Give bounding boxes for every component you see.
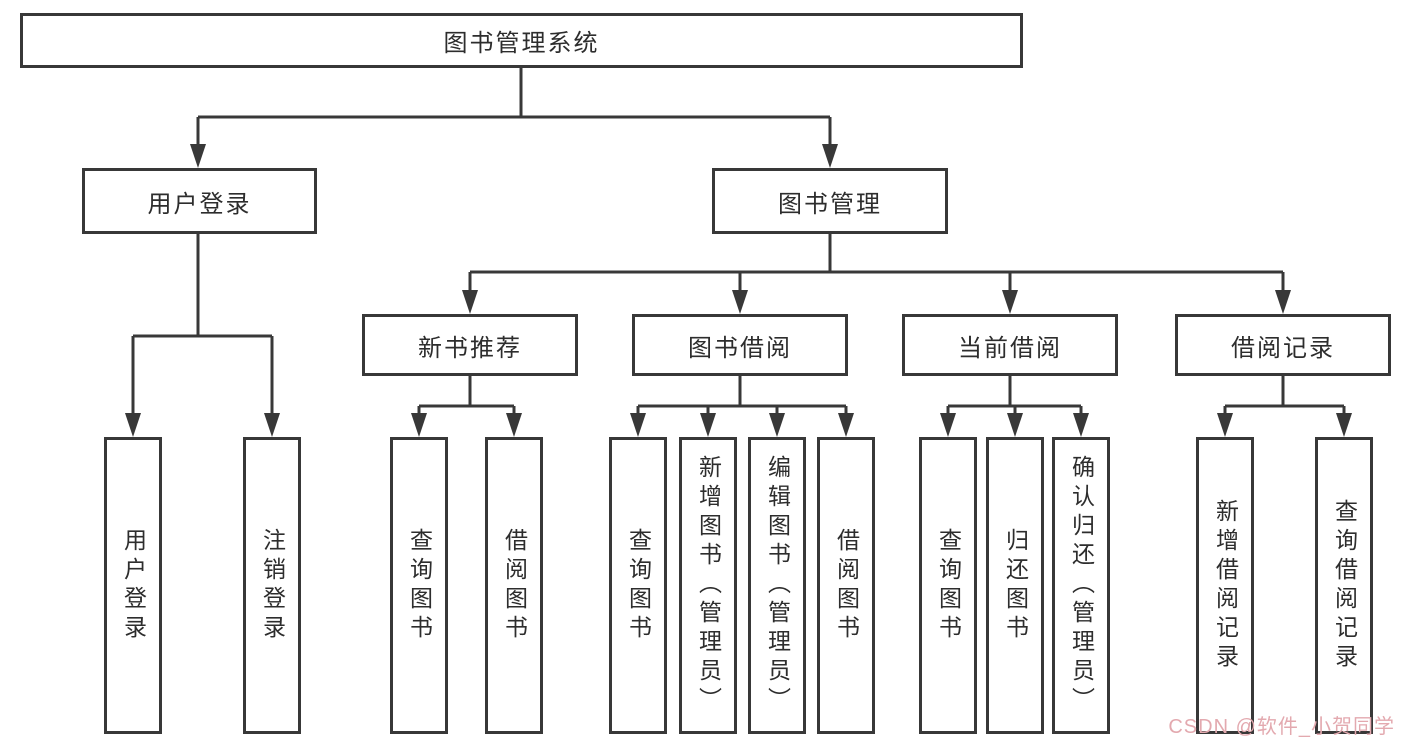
node-new-book-recommendation-label: 新书推荐 [418, 334, 522, 362]
node-root: 图书管理系统 [20, 13, 1023, 68]
node-leaf-records-add-record-label: 新增借阅记录 [1212, 498, 1239, 673]
node-root-label: 图书管理系统 [443, 30, 600, 57]
node-leaf-current-confirm-return: 确认归还（管理员） [1052, 437, 1110, 734]
node-borrowing-records-label: 借阅记录 [1231, 334, 1335, 362]
node-leaf-borrow-query-books: 查询图书 [609, 437, 667, 734]
node-leaf-borrow-query-books-label: 查询图书 [625, 527, 652, 644]
node-new-book-recommendation: 新书推荐 [362, 314, 578, 376]
node-current-borrowing: 当前借阅 [902, 314, 1118, 376]
node-leaf-borrow-edit-books: 编辑图书（管理员） [748, 437, 806, 734]
node-leaf-records-add-record: 新增借阅记录 [1196, 437, 1254, 734]
node-book-borrowing-label: 图书借阅 [688, 334, 792, 362]
node-leaf-borrow-add-books: 新增图书（管理员） [679, 437, 737, 734]
node-leaf-borrow-lend-books: 借阅图书 [817, 437, 875, 734]
node-user-login-label: 用户登录 [147, 190, 252, 218]
node-current-borrowing-label: 当前借阅 [958, 334, 1062, 362]
node-leaf-recommend-borrow-books-label: 借阅图书 [501, 527, 528, 644]
node-leaf-current-return-books: 归还图书 [986, 437, 1044, 734]
arrowheads [125, 144, 1352, 437]
node-leaf-recommend-query-books-label: 查询图书 [406, 527, 433, 644]
node-leaf-current-return-books-label: 归还图书 [1002, 527, 1029, 644]
node-book-management-label: 图书管理 [778, 190, 882, 218]
node-user-login: 用户登录 [82, 168, 317, 234]
csdn-watermark: CSDN @软件_小贺同学 [1168, 716, 1395, 738]
node-leaf-records-query-record: 查询借阅记录 [1315, 437, 1373, 734]
node-leaf-user-login-label: 用户登录 [120, 527, 147, 644]
node-leaf-borrow-edit-books-label: 编辑图书（管理员） [764, 455, 791, 716]
node-leaf-user-login: 用户登录 [104, 437, 162, 734]
node-leaf-records-query-record-label: 查询借阅记录 [1331, 498, 1358, 673]
node-leaf-logout-label: 注销登录 [259, 527, 286, 644]
node-book-management: 图书管理 [712, 168, 948, 234]
node-leaf-current-query-books-label: 查询图书 [935, 527, 962, 644]
node-leaf-borrow-lend-books-label: 借阅图书 [833, 527, 860, 644]
node-leaf-logout: 注销登录 [243, 437, 301, 734]
node-leaf-recommend-borrow-books: 借阅图书 [485, 437, 543, 734]
node-book-borrowing: 图书借阅 [632, 314, 848, 376]
node-leaf-borrow-add-books-label: 新增图书（管理员） [695, 455, 722, 716]
node-leaf-current-query-books: 查询图书 [919, 437, 977, 734]
node-borrowing-records: 借阅记录 [1175, 314, 1391, 376]
node-leaf-recommend-query-books: 查询图书 [390, 437, 448, 734]
node-leaf-current-confirm-return-label: 确认归还（管理员） [1068, 455, 1095, 716]
